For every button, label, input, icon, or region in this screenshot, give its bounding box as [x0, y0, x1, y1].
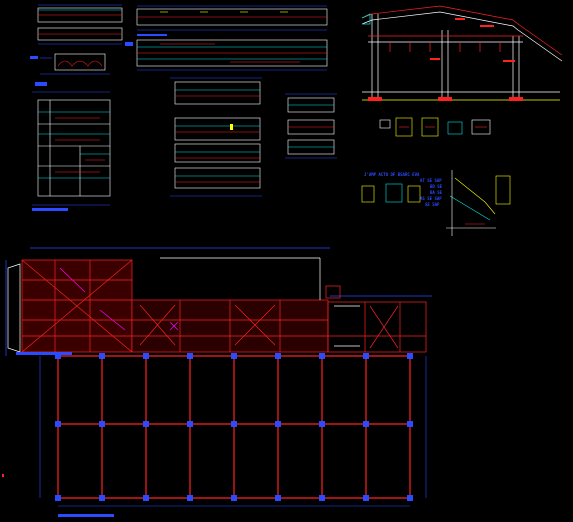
ground-floor-plan [5, 247, 432, 356]
stair-note-4: BA SE [430, 190, 443, 195]
framing-section [361, 5, 563, 101]
stair-note-2: AT SE SAP [420, 178, 442, 183]
stair-detail [446, 170, 496, 236]
detail-schedule-left [32, 82, 111, 211]
beam-elevations-top-center [125, 5, 328, 71]
stair-note-5: AS SE SAP [420, 196, 442, 201]
detail-schedule-right [285, 93, 337, 159]
stair-notes: J'AMP ACTO OF BSARC EVA AT SE SAP BD SE … [364, 172, 443, 207]
beam-elevations-top-left [30, 4, 123, 75]
foundation-grid-plan [39, 353, 427, 517]
stair-note-1: J'AMP ACTO OF BSARC EVA [364, 172, 420, 177]
connection-details [361, 117, 511, 205]
stray-mark [2, 474, 4, 477]
stair-note-3: BD SE [430, 184, 443, 189]
detail-schedule-mid [170, 77, 262, 197]
stair-note-6: SE SAP [425, 202, 440, 207]
